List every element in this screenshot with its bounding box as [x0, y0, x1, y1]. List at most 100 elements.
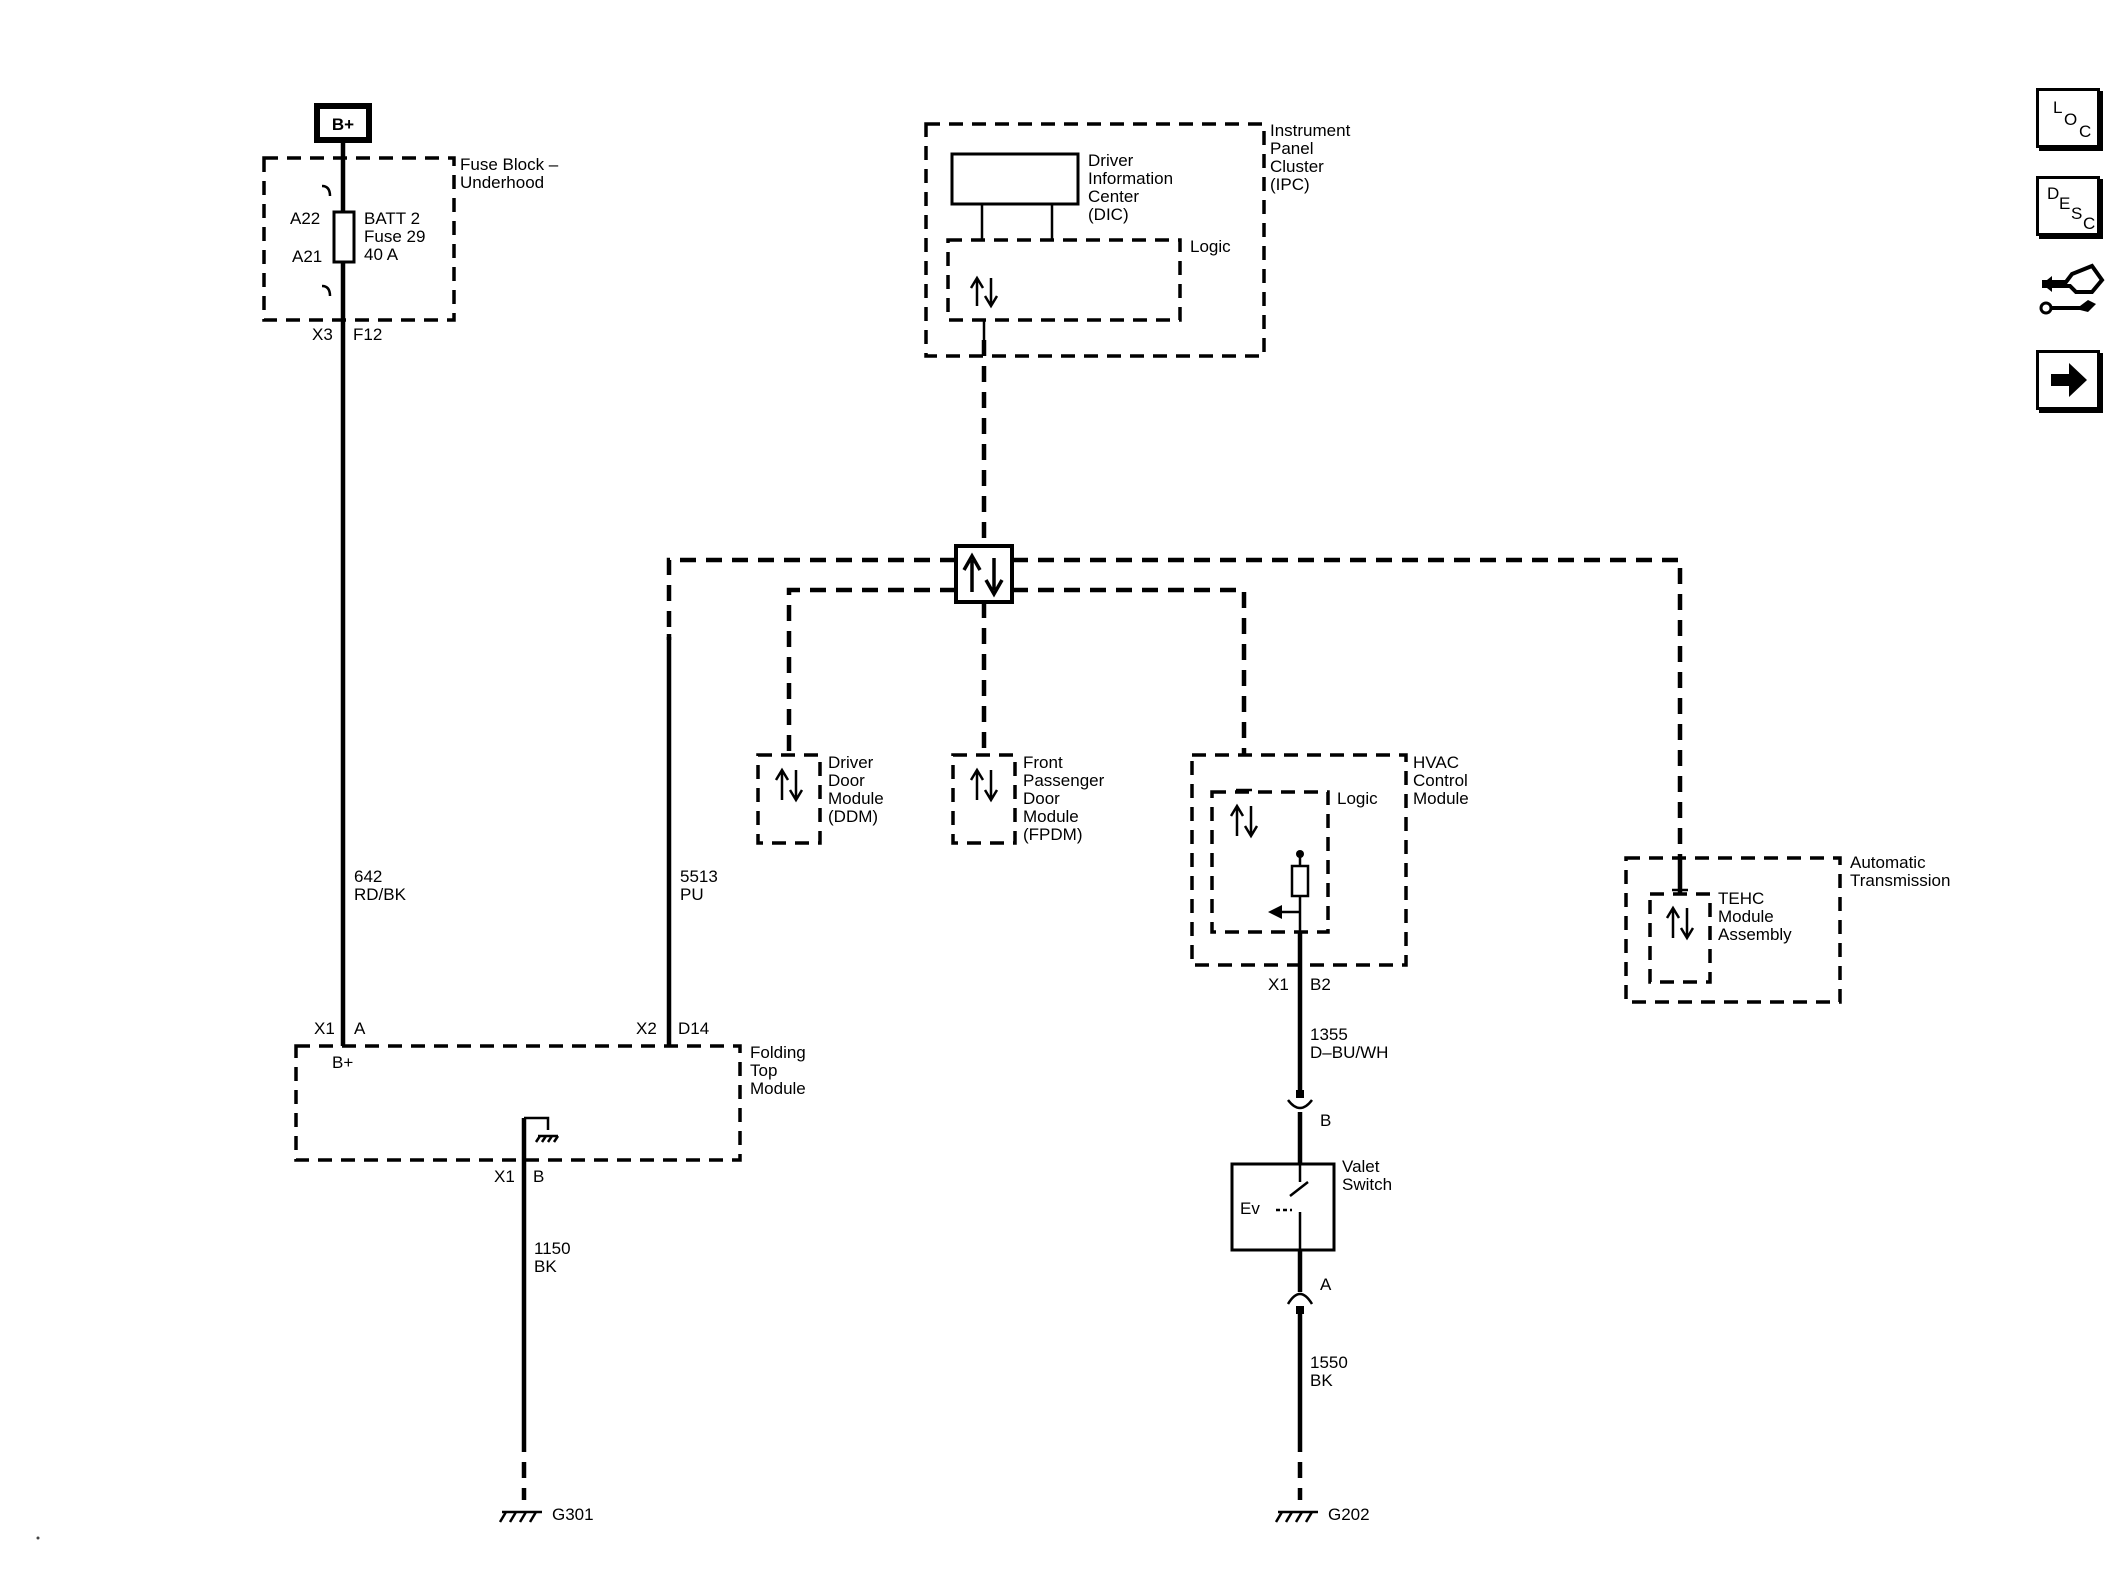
fuse-number: Fuse 29	[364, 227, 425, 246]
serial-data-to-folding-top	[666, 557, 956, 640]
valet-switch-symbol: Ev	[1240, 1199, 1260, 1218]
wire-5513-color: PU	[680, 885, 704, 904]
hvac-cavity: B2	[1310, 975, 1331, 994]
loc-letter-o: O	[2064, 110, 2078, 129]
folding-top-bplus: B+	[332, 1053, 353, 1072]
trans-title-2: Transmission	[1850, 871, 1950, 890]
ground-g301-icon	[498, 1510, 542, 1523]
tehc-title-1: TEHC	[1718, 889, 1764, 908]
wire-642-circuit: 642	[354, 867, 382, 886]
ground-g301-label: G301	[552, 1505, 594, 1524]
ipc-title-4: (IPC)	[1270, 175, 1310, 194]
battery-power-source: B+	[314, 103, 372, 143]
fpdm-title-3: Door	[1023, 789, 1060, 808]
hvac-resistor-symbol	[1290, 864, 1310, 898]
wire-1550-color: BK	[1310, 1371, 1333, 1390]
folding-top-title-3: Module	[750, 1079, 806, 1098]
folding-top-title-2: Top	[750, 1061, 777, 1080]
fuse-pin-bottom: A21	[292, 247, 322, 266]
wire-642-color: RD/BK	[354, 885, 407, 904]
description-view-button[interactable]: D E S C	[2036, 176, 2100, 236]
fuse-rating: 40 A	[364, 245, 399, 264]
serial-data-to-transmission	[1012, 557, 1683, 858]
desc-letter-d: D	[2047, 184, 2060, 203]
hvac-control-module: HVAC Control Module Logic X1 B2	[1190, 753, 1469, 994]
desc-letter-s: S	[2071, 204, 2083, 223]
folding-top-title-1: Folding	[750, 1043, 806, 1062]
serial-data-splice-pack	[954, 544, 1014, 604]
folding-top-conn-d: X2	[636, 1019, 657, 1038]
folding-top-pin-b: B	[533, 1167, 544, 1186]
hvac-connector: X1	[1268, 975, 1289, 994]
folding-top-module: Folding Top Module X1 A B+ X2 D14 X1 B	[294, 1019, 806, 1186]
automatic-transmission: Automatic Transmission TEHC Module Assem…	[1624, 853, 1950, 1004]
serial-data-to-ddm	[786, 587, 956, 755]
valet-pin-b: B	[1320, 1111, 1331, 1130]
next-page-button[interactable]	[2036, 350, 2100, 410]
dic-title-3: Center	[1088, 187, 1139, 206]
ddm-title-4: (DDM)	[828, 807, 878, 826]
wire-1550-circuit: 1550	[1310, 1353, 1348, 1372]
hvac-logic-label: Logic	[1337, 789, 1378, 808]
fpdm-title-1: Front	[1023, 753, 1063, 772]
ddm-title-1: Driver	[828, 753, 874, 772]
fuse-block-underhood: Fuse Block – Underhood A22 A21 BATT 2 Fu…	[262, 155, 559, 344]
valet-title-2: Switch	[1342, 1175, 1392, 1194]
connector-wrench-icon	[2039, 263, 2105, 315]
battery-label: B+	[332, 115, 354, 134]
wire-1150-color: BK	[534, 1257, 557, 1276]
hvac-title-2: Control	[1413, 771, 1468, 790]
ground-g202-label: G202	[1328, 1505, 1370, 1524]
fuse-symbol	[332, 210, 356, 264]
fuse-connector: X3	[312, 325, 333, 344]
loc-letter-c: C	[2079, 122, 2092, 141]
fpdm-title-5: (FPDM)	[1023, 825, 1082, 844]
hvac-data-arrows-icon	[1229, 803, 1259, 839]
fpdm-title-4: Module	[1023, 807, 1079, 826]
ipc-title-1: Instrument	[1270, 121, 1351, 140]
fuse-name: BATT 2	[364, 209, 420, 228]
instrument-panel-cluster: Instrument Panel Cluster (IPC) Driver In…	[924, 121, 1351, 358]
trans-title-1: Automatic	[1850, 853, 1926, 872]
tehc-title-2: Module	[1718, 907, 1774, 926]
location-view-button[interactable]: L O C	[2036, 88, 2100, 148]
ground-g202-icon	[1274, 1510, 1318, 1523]
wire-1150-circuit: 1150	[534, 1239, 571, 1258]
connector-repair-button[interactable]	[2036, 256, 2106, 330]
desc-letter-e: E	[2059, 194, 2071, 213]
ddm-title-3: Module	[828, 789, 884, 808]
desc-letter-c: C	[2083, 214, 2096, 233]
hvac-title-1: HVAC	[1413, 753, 1459, 772]
fuse-block-title-2: Underhood	[460, 173, 544, 192]
driver-door-module: Driver Door Module (DDM)	[756, 753, 884, 845]
ipc-title-2: Panel	[1270, 139, 1313, 158]
wire-1355-color: D–BU/WH	[1310, 1043, 1388, 1062]
loc-letter-l: L	[2053, 98, 2063, 117]
hvac-title-3: Module	[1413, 789, 1469, 808]
dic-title-2: Information	[1088, 169, 1173, 188]
dic-title-1: Driver	[1088, 151, 1134, 170]
valet-switch: Ev	[1230, 1162, 1336, 1252]
ipc-logic-label: Logic	[1190, 237, 1231, 256]
serial-data-to-hvac	[1012, 587, 1247, 755]
valet-title-1: Valet	[1342, 1157, 1380, 1176]
tehc-data-arrows-icon	[1665, 905, 1695, 941]
wire-5513-circuit: 5513	[680, 867, 718, 886]
folding-top-conn-a: X1	[314, 1019, 335, 1038]
ipc-data-arrows-icon	[969, 275, 999, 309]
folding-top-pin-d: D14	[678, 1019, 709, 1038]
front-passenger-door-module: Front Passenger Door Module (FPDM)	[951, 753, 1105, 845]
valet-pin-a: A	[1320, 1275, 1332, 1294]
wire-1355-circuit: 1355	[1310, 1025, 1348, 1044]
arrow-right-icon	[2051, 363, 2087, 397]
ipc-title-3: Cluster	[1270, 157, 1324, 176]
fpdm-title-2: Passenger	[1023, 771, 1105, 790]
fuse-block-title-1: Fuse Block –	[460, 155, 559, 174]
folding-top-internal-ground-icon	[534, 1134, 560, 1143]
ddm-title-2: Door	[828, 771, 865, 790]
dic-title-4: (DIC)	[1088, 205, 1129, 224]
dic-display	[950, 152, 1080, 206]
fuse-cavity: F12	[353, 325, 382, 344]
tehc-title-3: Assembly	[1718, 925, 1792, 944]
